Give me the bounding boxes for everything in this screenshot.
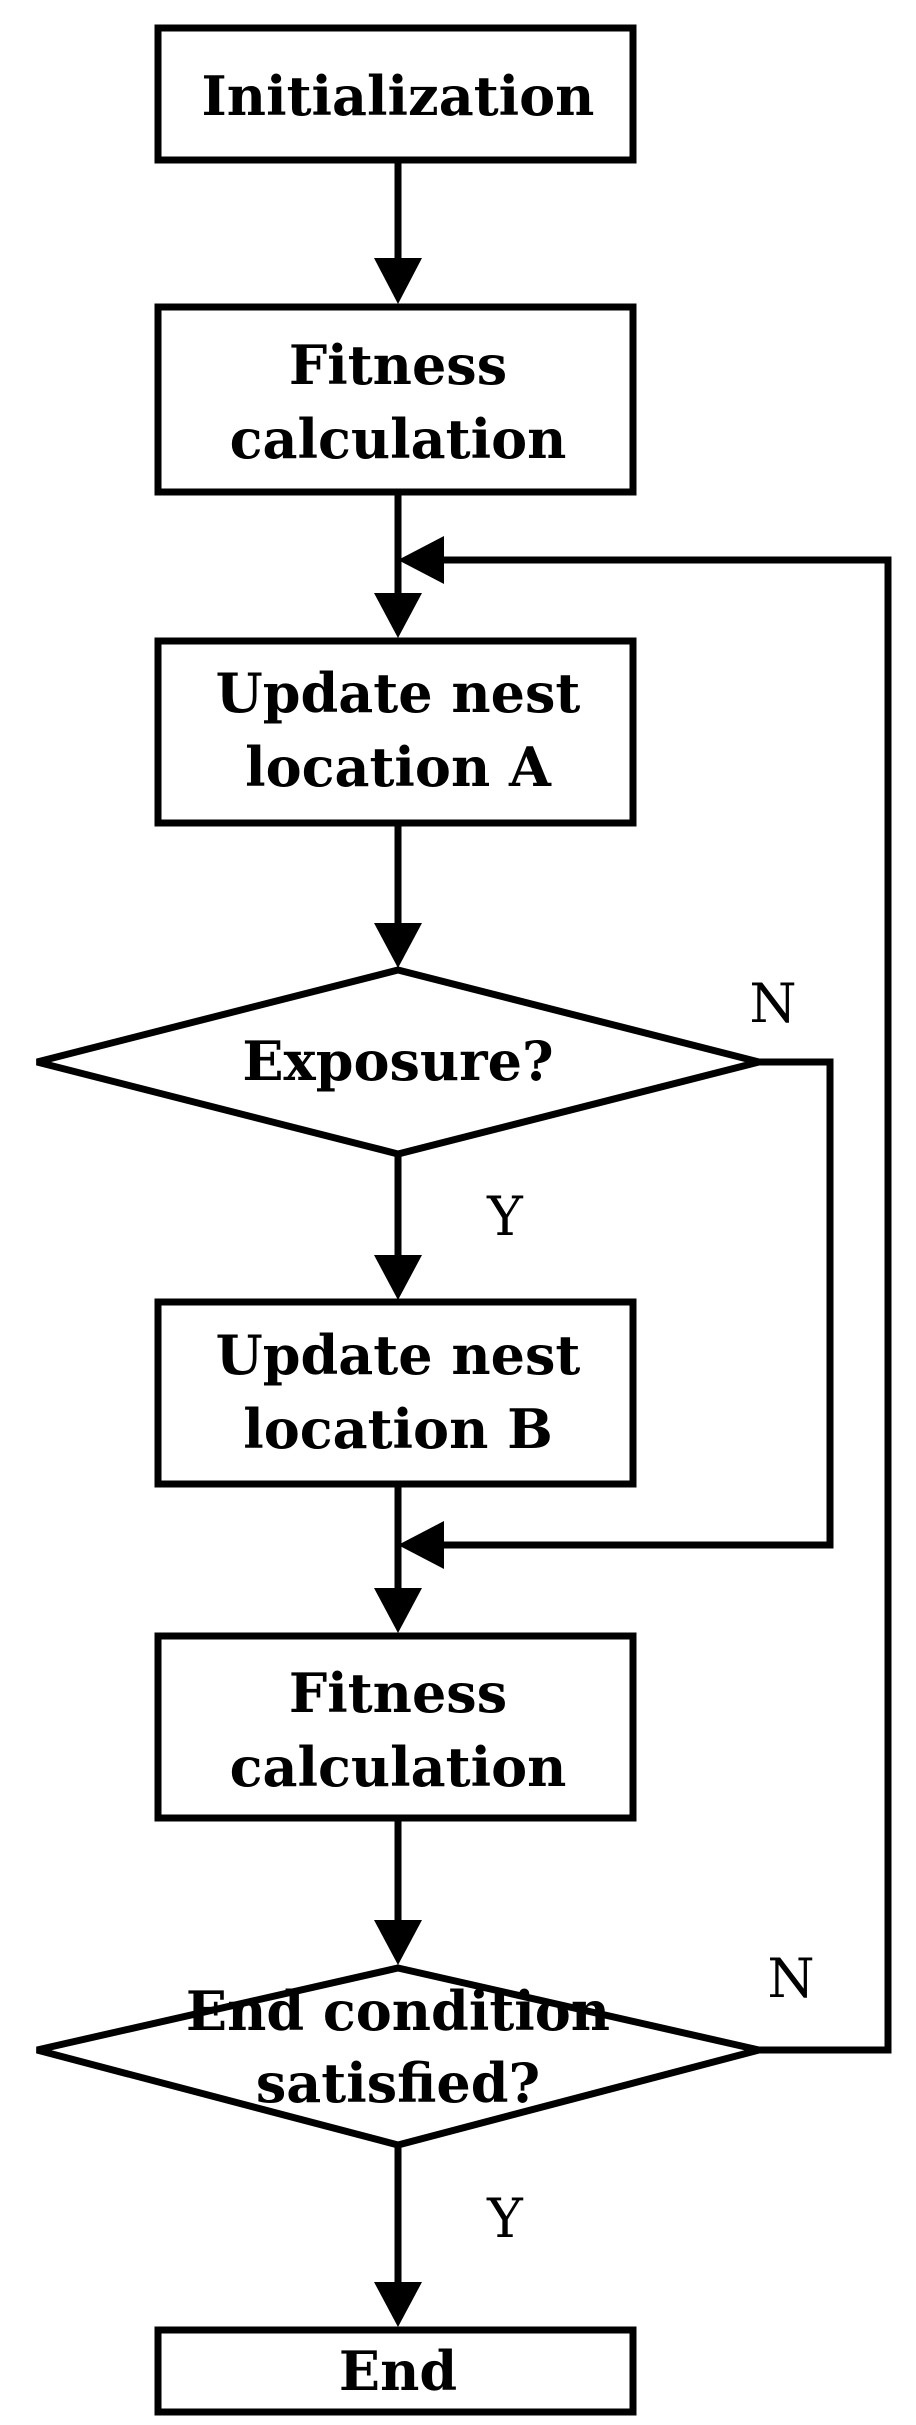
arrowhead-update-b-fitness [374,1588,422,1633]
arrowhead-end-condition-no [398,536,444,584]
node-end-condition-decision-line2: satisfied? [256,2051,540,2115]
node-initialization [154,24,637,164]
node-update-nest-location-b [154,1298,637,1488]
node-fitness-calculation-1-line1: Fitness [289,333,507,397]
node-update-nest-location-a [154,637,637,827]
node-end-label: End [339,2339,457,2403]
node-update-nest-location-b-line1: Update nest [216,1323,581,1387]
branch-label-exposure-no: N [749,972,796,1035]
node-fitness-calculation-1 [154,303,637,496]
node-update-nest-location-a-line2: location A [245,735,552,799]
node-fitness-calculation-1-line2: calculation [230,407,567,471]
node-fitness-calculation-2-line1: Fitness [289,1661,507,1725]
node-fitness-calculation-2-line2: calculation [230,1735,567,1799]
connector-exposure-no [440,1058,834,1549]
branch-label-end-condition-yes: Y [486,2187,524,2250]
node-update-nest-location-a-line1: Update nest [216,661,581,725]
node-fitness-calculation-2 [154,1632,637,1822]
node-initialization-label: Initialization [202,64,595,128]
arrowhead-end-condition-end [374,2282,422,2327]
node-exposure-decision-label: Exposure? [242,1029,553,1093]
node-end-condition-decision-line1: End condition [186,1979,610,2043]
arrowhead-fitness-end-condition [374,1920,422,1965]
node-exposure-decision [36,966,760,1158]
branch-label-end-condition-no: N [767,1947,814,2010]
node-update-nest-location-b-line2: location B [243,1397,553,1461]
connector-end-condition-no [440,556,892,2054]
branch-label-exposure-yes: Y [486,1185,524,1248]
node-end-condition-decision [36,1964,760,2149]
arrowhead-exposure-update-b [374,1255,422,1300]
arrowhead-exposure-no [398,1521,444,1569]
arrowhead-update-a-exposure [374,923,422,968]
node-end [154,2326,637,2416]
arrowhead-init-fitness [374,258,422,304]
arrowhead-fitness-update-a [374,593,422,638]
